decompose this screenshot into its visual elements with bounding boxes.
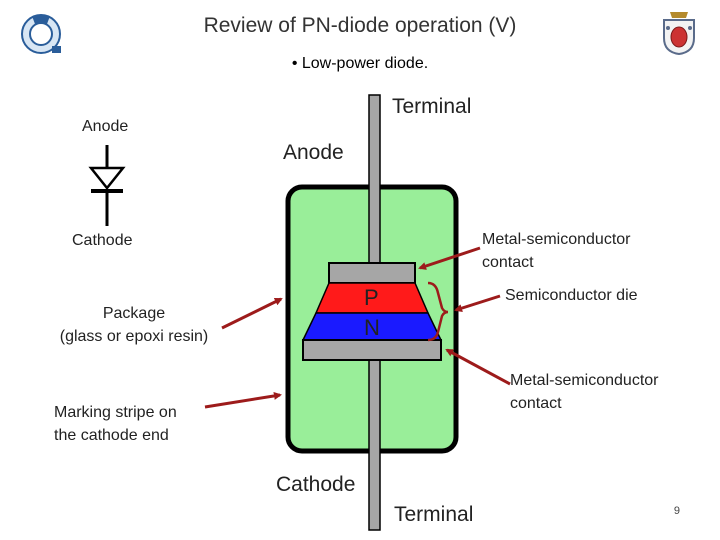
top-metal-contact — [328, 262, 416, 284]
n-label: N — [364, 315, 380, 340]
top-contact-label: Metal-semiconductor contact — [482, 231, 631, 271]
slide-title: Review of PN-diode operation (V) — [203, 14, 517, 37]
arrow-package — [221, 297, 283, 330]
p-label: P — [364, 285, 379, 310]
coat-of-arms-icon — [663, 12, 695, 56]
anode-label: Anode — [283, 141, 344, 164]
arrow-semiconductor-die — [454, 294, 501, 312]
die-bracket — [427, 281, 449, 342]
symbol-cathode-label: Cathode — [72, 232, 133, 249]
semiconductor-die-label: Semiconductor die — [505, 287, 638, 304]
marking-stripe-label: Marking stripe on the cathode end — [54, 404, 177, 444]
package-label: Package (glass or epoxi resin) — [59, 305, 209, 345]
symbol-anode-label: Anode — [82, 118, 129, 135]
arrow-top-contact — [418, 246, 481, 270]
arrow-bottom-contact — [445, 348, 511, 386]
terminal-top-label: Terminal — [392, 95, 472, 118]
bottom-contact-label: Metal-semiconductor contact — [510, 372, 659, 412]
diode-symbol — [88, 145, 126, 226]
page-number: 9 — [673, 505, 680, 517]
arrow-marking-stripe — [204, 391, 282, 409]
bottom-metal-contact — [302, 339, 442, 361]
university-logo-icon — [21, 14, 61, 54]
terminal-lead-bottom — [368, 359, 381, 531]
terminal-bottom-label: Terminal — [394, 503, 474, 526]
bullet-text: • Low-power diode. — [291, 55, 429, 72]
cathode-label: Cathode — [276, 473, 356, 496]
terminal-lead-top — [368, 94, 381, 264]
